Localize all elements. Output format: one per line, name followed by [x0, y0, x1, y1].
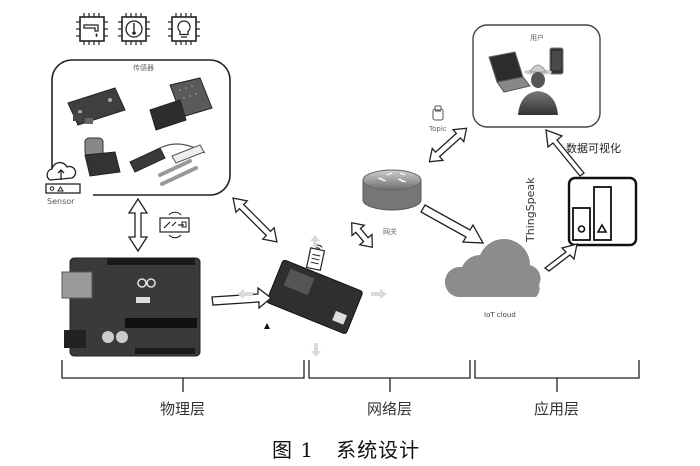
sensor-group-box: [51, 59, 231, 196]
topic-icon: [432, 105, 444, 121]
user-group-title: 用户: [530, 34, 544, 42]
bracket-network-layer: [308, 360, 471, 392]
water-tap-chip-icon: [76, 13, 108, 45]
arrow-gateway-cloud: [420, 204, 485, 244]
user-person-icon: [518, 64, 558, 115]
thingspeak-label: ThingSpeak: [524, 177, 537, 242]
faded-direction-arrows: [237, 235, 387, 357]
gateway-router-icon: [362, 169, 422, 211]
faded-arrow-up: [310, 235, 320, 247]
faded-arrow-down: [311, 343, 321, 357]
faded-arrow-left: [237, 289, 253, 299]
iot-cloud-shape: [444, 238, 541, 297]
circuit-communication-icon: [159, 211, 190, 239]
layer-label-application: 应用层: [534, 400, 580, 418]
figure-number: 图 1: [272, 438, 315, 462]
sensor-group-title: 传感器: [133, 64, 154, 72]
figure-caption: 图 1 系统设计: [272, 434, 420, 463]
laptop-icon: [488, 51, 531, 93]
layer-label-network: 网络层: [367, 400, 413, 418]
arrow-cloud-thingspeak: [543, 243, 578, 272]
gas-sensor-module: [84, 137, 121, 177]
cursor-marker: [264, 323, 270, 329]
faded-arrow-right: [371, 289, 387, 299]
wifi-document-icon: [305, 244, 326, 272]
sensor-cloud-icon: [45, 161, 81, 194]
gateway-label: 网关: [383, 228, 397, 236]
iot-cloud-label: IoT cloud: [484, 311, 516, 319]
arrow-sensor-arduino: [127, 197, 149, 253]
user-group-box: [472, 24, 601, 128]
thingspeak-chart-icon: [567, 176, 638, 247]
figure-title: 系统设计: [336, 438, 421, 462]
arrow-thingspeak-user: [545, 129, 585, 177]
arduino-uno-board: [61, 257, 201, 357]
smartphone-icon: [549, 47, 564, 75]
arrow-gateway-user: [428, 127, 468, 163]
data-visualization-label: 数据可视化: [566, 142, 621, 155]
arrow-nodemcu-gateway: [351, 221, 373, 249]
topic-label: Topic: [429, 125, 447, 133]
lightbulb-chip-icon: [168, 13, 200, 45]
bracket-application-layer: [474, 360, 640, 392]
nodemcu-esp8266-board: [266, 259, 363, 334]
sensor-label: Sensor: [47, 197, 75, 206]
bracket-physical-layer: [61, 360, 305, 392]
small-sensor-chip: [73, 113, 93, 124]
layer-label-physical: 物理层: [160, 400, 206, 418]
dht-sensor-module: [149, 77, 213, 131]
soil-moisture-sensor: [129, 143, 206, 186]
arrow-sensor-nodemcu: [232, 197, 278, 243]
thermometer-chip-icon: [118, 13, 150, 45]
arrow-arduino-nodemcu: [211, 286, 273, 310]
